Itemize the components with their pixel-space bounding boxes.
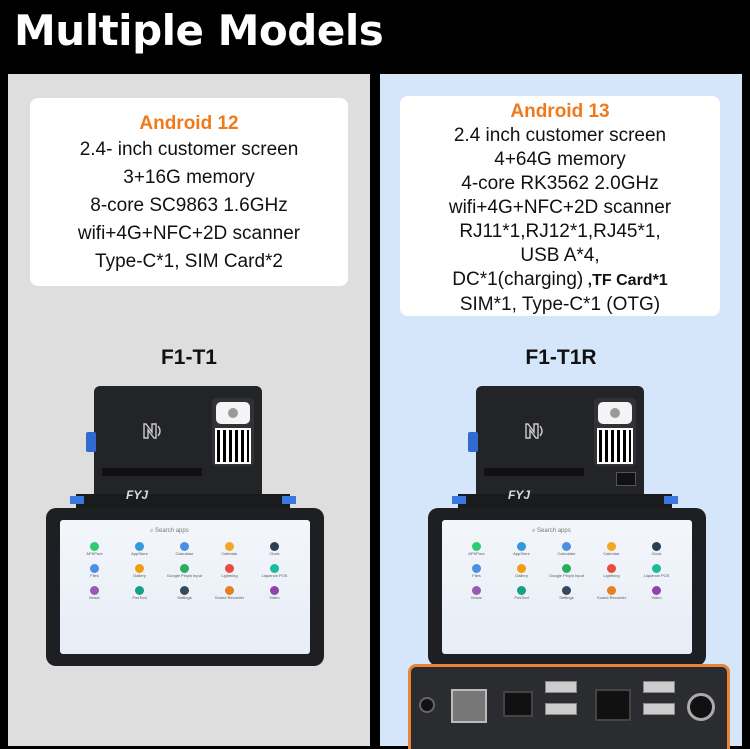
- qr-scanner: [212, 398, 254, 466]
- hinge: FYJ: [452, 488, 678, 508]
- model-name: F1-T1R: [525, 346, 597, 369]
- spec-card: Android 13 2.4 inch customer screen 4+64…: [400, 96, 720, 316]
- fingerprint-sensor: [616, 472, 636, 486]
- app-icon: Google Pinyin Input: [544, 564, 589, 586]
- spec-card: Android 12 2.4- inch customer screen 3+1…: [30, 98, 348, 286]
- tf-card-slot: [419, 697, 435, 713]
- rj12-port: [595, 689, 631, 721]
- usb-port: [545, 703, 577, 715]
- printer-side-button: [86, 432, 96, 452]
- app-icon: Lightning: [589, 564, 634, 586]
- usb-port: [545, 681, 577, 693]
- nfc-icon: [525, 423, 543, 439]
- app-icon: Music: [72, 586, 117, 608]
- app-icon: Sound Recorder: [589, 586, 634, 608]
- spec-line: 8-core SC9863 1.6GHz: [90, 195, 288, 216]
- side-button: [664, 496, 678, 504]
- app-icon: Files: [72, 564, 117, 586]
- app-icon: Liquence POS: [252, 564, 297, 586]
- hinge: FYJ: [70, 488, 296, 508]
- spec-line: 4-core RK3562 2.0GHz: [461, 173, 659, 194]
- app-icon: Gallery: [117, 564, 162, 586]
- nfc-icon: [143, 423, 161, 439]
- model-panel-f1-t1: Android 12 2.4- inch customer screen 3+1…: [8, 74, 370, 746]
- app-icon: PosTool: [499, 586, 544, 608]
- app-icon: Calculator: [544, 542, 589, 564]
- app-icon: APKPure: [454, 542, 499, 564]
- usb-port: [643, 681, 675, 693]
- spec-line: DC*1(charging) ,TF Card*1: [400, 268, 720, 293]
- qr-code-icon: [597, 428, 633, 464]
- dc-power-port: [687, 693, 715, 721]
- app-icon: Music: [454, 586, 499, 608]
- app-icon: Clock: [634, 542, 679, 564]
- paper-slot: [102, 468, 202, 476]
- side-button: [452, 496, 466, 504]
- app-icon: Google Pinyin Input: [162, 564, 207, 586]
- qr-code-icon: [215, 428, 251, 464]
- app-icon: Calendar: [207, 542, 252, 564]
- scanner-window: [598, 402, 632, 424]
- search-apps-label: ⌕ Search apps: [532, 528, 571, 534]
- rj11-port: [503, 691, 533, 717]
- spec-line: RJ11*1,RJ12*1,RJ45*1,: [459, 221, 661, 242]
- model-panel-f1-t1r: Android 13 2.4 inch customer screen 4+64…: [380, 74, 742, 749]
- side-button: [70, 496, 84, 504]
- spec-line: 4+64G memory: [494, 149, 626, 170]
- spec-dc: DC*1(charging): [452, 269, 584, 290]
- app-icon: Liquence POS: [634, 564, 679, 586]
- usb-port: [643, 703, 675, 715]
- spec-line: SIM*1, Type-C*1 (OTG): [459, 294, 661, 315]
- app-icon: Sound Recorder: [207, 586, 252, 608]
- os-version: Android 13: [510, 101, 610, 122]
- model-name: F1-T1: [160, 346, 217, 369]
- spec-line: 3+16G memory: [123, 167, 255, 188]
- rj45-port: [451, 689, 487, 723]
- side-button: [282, 496, 296, 504]
- app-icon: Calendar: [589, 542, 634, 564]
- io-port-panel: [408, 664, 730, 749]
- spec-line: wifi+4G+NFC+2D scanner: [77, 223, 301, 244]
- page-title: Multiple Models: [14, 6, 384, 55]
- spec-line: 2.4- inch customer screen: [79, 139, 299, 160]
- app-icon: Settings: [162, 586, 207, 608]
- spec-tf-card: ,TF Card*1: [583, 272, 668, 289]
- spec-line: Type-C*1, SIM Card*2: [95, 251, 283, 272]
- spec-line: wifi+4G+NFC+2D scanner: [448, 197, 672, 218]
- app-icon: Settings: [544, 586, 589, 608]
- printer-side-button: [468, 432, 478, 452]
- os-version: Android 12: [139, 113, 239, 134]
- search-apps-label: ⌕ Search apps: [150, 528, 189, 534]
- app-icon: AppStore: [117, 542, 162, 564]
- app-icon: PosTool: [117, 586, 162, 608]
- app-icon: Lightning: [207, 564, 252, 586]
- app-icon: Clock: [252, 542, 297, 564]
- printer-module: [86, 386, 262, 498]
- brand-logo: FYJ: [126, 488, 149, 502]
- app-icon: Gallery: [499, 564, 544, 586]
- scanner-window: [216, 402, 250, 424]
- spec-line: USB A*4,: [520, 245, 600, 266]
- app-icon: APKPure: [72, 542, 117, 564]
- app-icon: AppStore: [499, 542, 544, 564]
- app-icon: Files: [454, 564, 499, 586]
- app-icon: Video: [252, 586, 297, 608]
- qr-scanner: [594, 398, 636, 466]
- printer-module: [468, 386, 644, 498]
- brand-logo: FYJ: [508, 488, 531, 502]
- spec-line: 2.4 inch customer screen: [453, 125, 667, 146]
- app-icon: Video: [634, 586, 679, 608]
- paper-slot: [484, 468, 584, 476]
- app-icon: Calculator: [162, 542, 207, 564]
